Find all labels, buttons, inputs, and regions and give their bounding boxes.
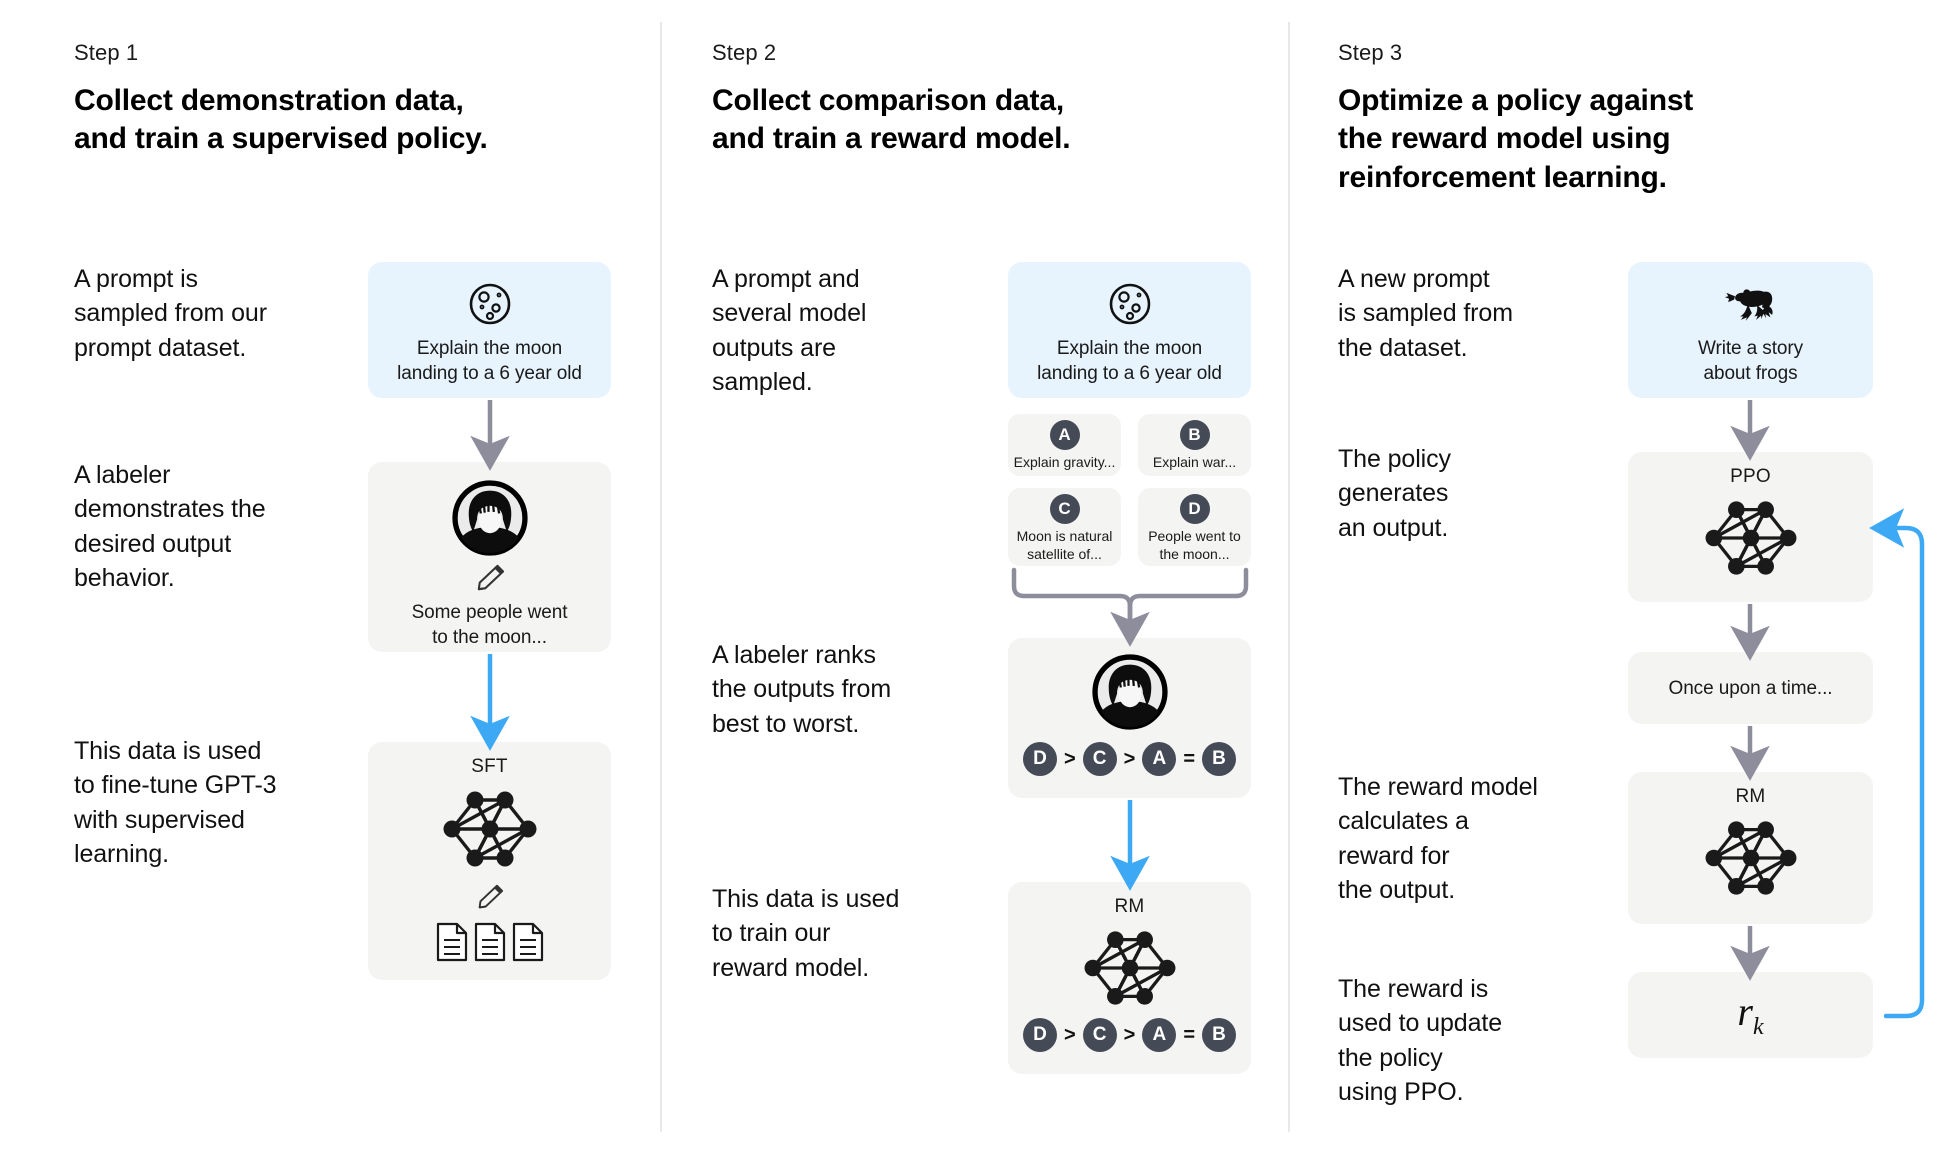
step-3-reward-card[interactable]: rk <box>1628 972 1873 1058</box>
step-1-paragraph-3: This data is used to fine-tune GPT-3 wit… <box>74 737 277 868</box>
step-2-prompt-card[interactable]: Explain the moon landing to a 6 year old <box>1008 262 1251 398</box>
step-3-output-text: Once upon a time... <box>1668 678 1833 699</box>
step-1-prompt-text: Explain the moon landing to a 6 year old <box>397 338 582 385</box>
step-2-option-a[interactable]: A Explain gravity... <box>1008 414 1121 476</box>
rank-token-2: > <box>1063 747 1076 770</box>
neural-network-icon <box>1692 814 1810 902</box>
step-3-paragraph-4: The reward is used to update the policy … <box>1338 975 1503 1106</box>
step-2-paragraph-1: A prompt and several model outputs are s… <box>712 265 867 396</box>
step-3-prompt-card[interactable]: Write a story about frogs <box>1628 262 1873 398</box>
step-2-paragraph-2: A labeler ranks the outputs from best to… <box>712 641 892 738</box>
step-1-label: Step 1 <box>74 40 139 65</box>
option-badge-d: D <box>1179 494 1210 524</box>
step-2-label: Step 2 <box>712 40 777 65</box>
column-divider-1 <box>660 22 662 1132</box>
option-badge-a: A <box>1049 420 1080 450</box>
rm-rank-token-4: > <box>1123 1023 1136 1046</box>
step-3-paragraph-2: The policy generates an output. <box>1338 445 1451 542</box>
documents-icon <box>368 922 611 962</box>
rank-token-4: > <box>1123 747 1136 770</box>
step-1-labeler-text: Some people went to the moon... <box>411 602 568 649</box>
reward-symbol-k: k <box>1752 1014 1764 1040</box>
step-2-ranking-card[interactable]: D > C > A = B <box>1008 638 1251 798</box>
step-3-ppo-caption: PPO <box>1730 466 1771 487</box>
rank-token-6: = <box>1183 747 1196 770</box>
neural-network-icon <box>430 784 550 874</box>
rm-rank-token-2: > <box>1063 1023 1076 1046</box>
rm-rank-token-3: C <box>1082 1018 1117 1052</box>
frog-icon <box>1724 284 1778 322</box>
rank-token-3: C <box>1082 742 1117 776</box>
rm-rank-token-7: B <box>1202 1018 1237 1052</box>
step-1-title: Collect demonstration data, and train a … <box>74 84 488 156</box>
option-badge-c: C <box>1049 494 1080 524</box>
neural-network-icon <box>1692 494 1810 582</box>
rank-token-7: B <box>1202 742 1237 776</box>
step-3-column: Step 3 Optimize a policy against the rew… <box>1288 0 1952 1158</box>
step-1-labeler-card[interactable]: Some people went to the moon... <box>368 462 611 652</box>
step-1-prompt-card[interactable]: Explain the moon landing to a 6 year old <box>368 262 611 398</box>
step-3-output-card[interactable]: Once upon a time... <box>1628 652 1873 724</box>
reward-symbol: rk <box>1628 988 1873 1041</box>
step-3-reward-model-card[interactable]: RM <box>1628 772 1873 924</box>
rank-token-1: D <box>1022 742 1057 776</box>
option-text-a: Explain gravity... <box>1013 454 1116 470</box>
step-1-paragraph-2: A labeler demonstrates the desired outpu… <box>74 461 266 592</box>
step-3-rm-caption: RM <box>1735 786 1766 807</box>
step-2-paragraph-3: This data is used to train our reward mo… <box>712 885 900 982</box>
step-2-column: Step 2 Collect comparison data, and trai… <box>660 0 1288 1158</box>
column-divider-2 <box>1288 22 1290 1132</box>
step-2-option-d[interactable]: D People went to the moon... <box>1138 488 1251 566</box>
step-3-label: Step 3 <box>1338 40 1403 65</box>
step-3-paragraph-3: The reward model calculates a reward for… <box>1338 773 1538 904</box>
rm-rank-token-5: A <box>1142 1018 1177 1052</box>
neural-network-icon <box>1071 924 1189 1012</box>
step-1-sft-card[interactable]: SFT <box>368 742 611 980</box>
step-2-ranking-row: D > C > A = B <box>1008 742 1251 776</box>
rm-rank-token-6: = <box>1183 1023 1196 1046</box>
labeler-avatar-icon <box>1092 654 1168 730</box>
step-2-option-c[interactable]: C Moon is natural satellite of... <box>1008 488 1121 566</box>
moon-icon <box>1108 282 1152 326</box>
step-2-prompt-text: Explain the moon landing to a 6 year old <box>1037 338 1222 385</box>
step-1-paragraph-1: A prompt is sampled from our prompt data… <box>74 265 267 362</box>
step-1-sft-caption: SFT <box>471 756 508 777</box>
option-badge-b: B <box>1179 420 1210 450</box>
step-3-policy-card[interactable]: PPO <box>1628 452 1873 602</box>
rank-token-5: A <box>1142 742 1177 776</box>
step-3-prompt-text: Write a story about frogs <box>1698 338 1803 385</box>
step-2-reward-model-card[interactable]: RM D > C > A = B <box>1008 882 1251 1074</box>
pencil-icon <box>474 564 506 592</box>
step-2-option-b[interactable]: B Explain war... <box>1138 414 1251 476</box>
option-text-b: Explain war... <box>1152 454 1237 470</box>
step-3-title: Optimize a policy against the reward mod… <box>1338 84 1694 194</box>
labeler-avatar-icon <box>452 480 528 556</box>
step-2-title: Collect comparison data, and train a rew… <box>712 84 1071 156</box>
step-3-paragraph-1: A new prompt is sampled from the dataset… <box>1338 265 1513 362</box>
moon-icon <box>468 282 512 326</box>
option-text-d: People went to the moon... <box>1148 528 1241 562</box>
step-1-column: Step 1 Collect demonstration data, and t… <box>0 0 660 1158</box>
option-text-c: Moon is natural satellite of... <box>1016 528 1113 562</box>
step-2-rm-ranking-row: D > C > A = B <box>1008 1018 1251 1052</box>
rm-rank-token-1: D <box>1022 1018 1057 1052</box>
step-2-rm-caption: RM <box>1114 896 1145 917</box>
pencil-icon <box>475 884 505 910</box>
reward-symbol-r: r <box>1737 989 1753 1034</box>
